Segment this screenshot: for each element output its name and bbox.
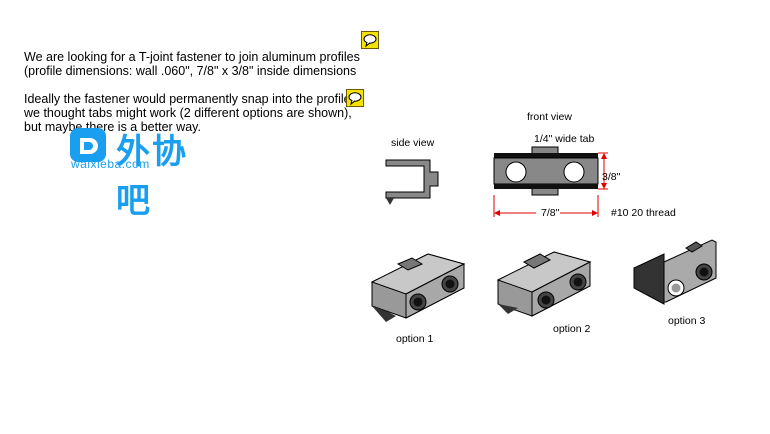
text-line-4: we thought tabs might work (2 different …: [24, 106, 352, 120]
option-2-label: option 2: [553, 323, 591, 335]
logo-brand: 外协吧: [116, 133, 188, 220]
option-2-drawing: [496, 251, 592, 317]
side-view-drawing: [385, 159, 439, 205]
comment-note-icon[interactable]: [346, 89, 364, 107]
option-1-drawing: [370, 253, 466, 322]
thread-label: #10 20 thread: [611, 207, 676, 219]
front-view-label: front view: [527, 111, 572, 123]
logo-mark-icon: [70, 128, 106, 162]
comment-note-icon[interactable]: [361, 31, 379, 49]
text-line-2: (profile dimensions: wall .060", 7/8" x …: [24, 64, 357, 78]
text-line-3: Ideally the fastener would permanently s…: [24, 92, 351, 106]
front-view-drawing: [493, 146, 608, 217]
height-dimension-label: 3/8": [602, 171, 621, 183]
watermark-logo: 外协吧 waixieba.com: [68, 126, 218, 220]
side-view-label: side view: [391, 137, 435, 149]
width-dimension-label: 7/8": [541, 207, 560, 219]
option-1-label: option 1: [396, 333, 434, 345]
text-line-5: but maybe there is a better way.: [24, 120, 201, 134]
text-line-1: We are looking for a T-joint fastener to…: [24, 50, 360, 64]
option-3-label: option 3: [668, 315, 706, 327]
option-3-drawing: [633, 239, 717, 305]
tab-label: 1/4" wide tab: [534, 133, 595, 145]
logo-site: waixieba.com: [71, 157, 150, 171]
